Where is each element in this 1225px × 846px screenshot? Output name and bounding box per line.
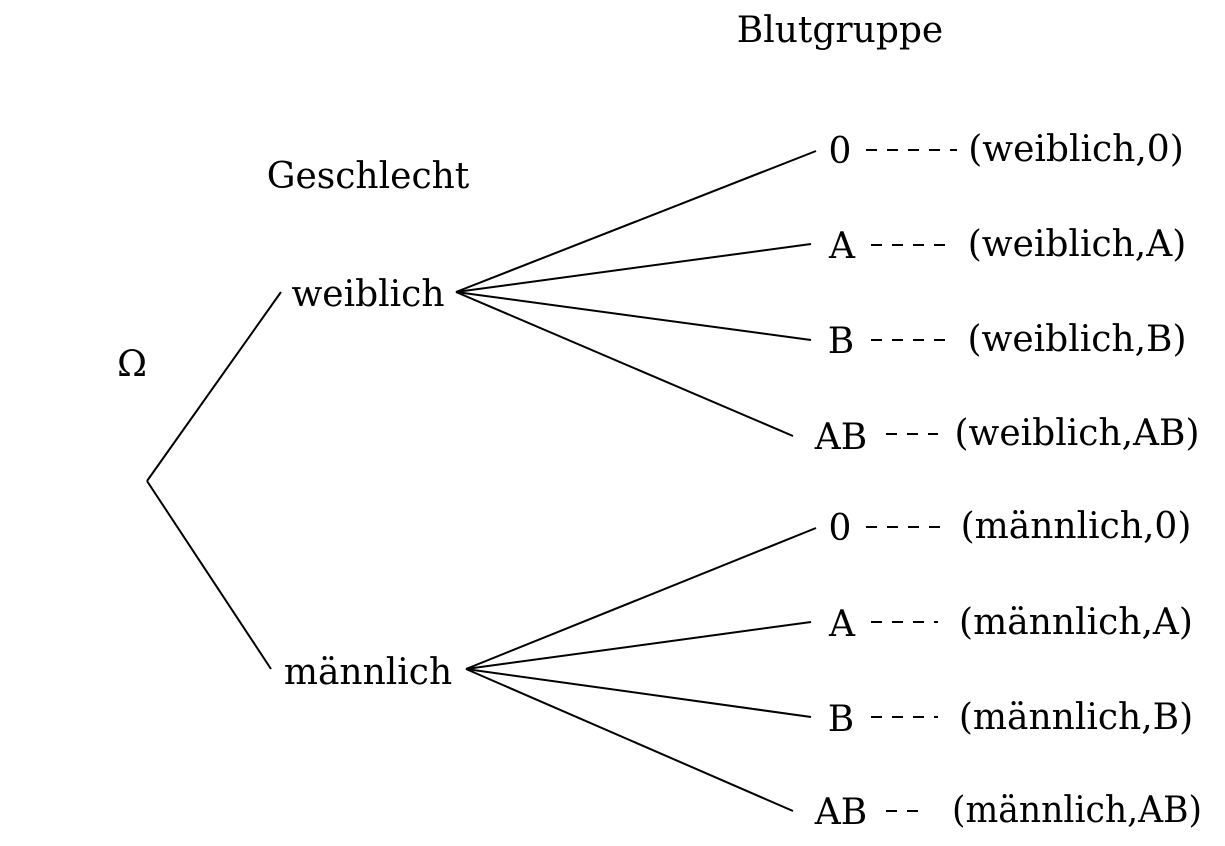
outcome-weiblich-a: (weiblich,A)	[968, 224, 1187, 265]
root-omega: Ω	[117, 344, 147, 385]
edge-weiblich-0	[455, 150, 817, 293]
leaf-maennlich-0: 0	[829, 508, 852, 549]
outcome-maennlich-a: (männlich,A)	[959, 602, 1193, 643]
leaf-weiblich-0: 0	[829, 131, 852, 172]
outcome-maennlich-b: (männlich,B)	[959, 697, 1193, 738]
leaf-maennlich-a: A	[828, 604, 856, 645]
edge-weiblich-b	[455, 291, 812, 341]
edge-maennlich-0	[465, 527, 817, 670]
leaf-weiblich-a: A	[828, 226, 856, 267]
node-weiblich: weiblich	[291, 274, 444, 315]
header-blutgruppe: Blutgruppe	[737, 10, 943, 51]
header-geschlecht: Geschlecht	[267, 156, 470, 197]
leaf-maennlich-b: B	[828, 699, 854, 740]
outcome-weiblich-0: (weiblich,0)	[968, 129, 1184, 170]
edge-root-maennlich	[146, 480, 272, 670]
edge-weiblich-a	[455, 243, 812, 293]
outcome-maennlich-0: (männlich,0)	[961, 506, 1192, 547]
outcome-weiblich-ab: (weiblich,AB)	[954, 413, 1199, 454]
edge-weiblich-ab	[455, 291, 794, 437]
edge-root-weiblich	[146, 291, 282, 482]
edge-maennlich-ab	[465, 668, 794, 812]
outcome-weiblich-b: (weiblich,B)	[967, 319, 1186, 360]
edge-maennlich-a	[465, 621, 812, 670]
leaf-weiblich-ab: AB	[814, 417, 867, 458]
node-maennlich: männlich	[284, 652, 452, 693]
outcome-maennlich-ab: (männlich,AB)	[952, 790, 1202, 831]
leaf-maennlich-ab: AB	[814, 792, 867, 833]
edge-maennlich-b	[465, 668, 812, 718]
leaf-weiblich-b: B	[828, 321, 854, 362]
